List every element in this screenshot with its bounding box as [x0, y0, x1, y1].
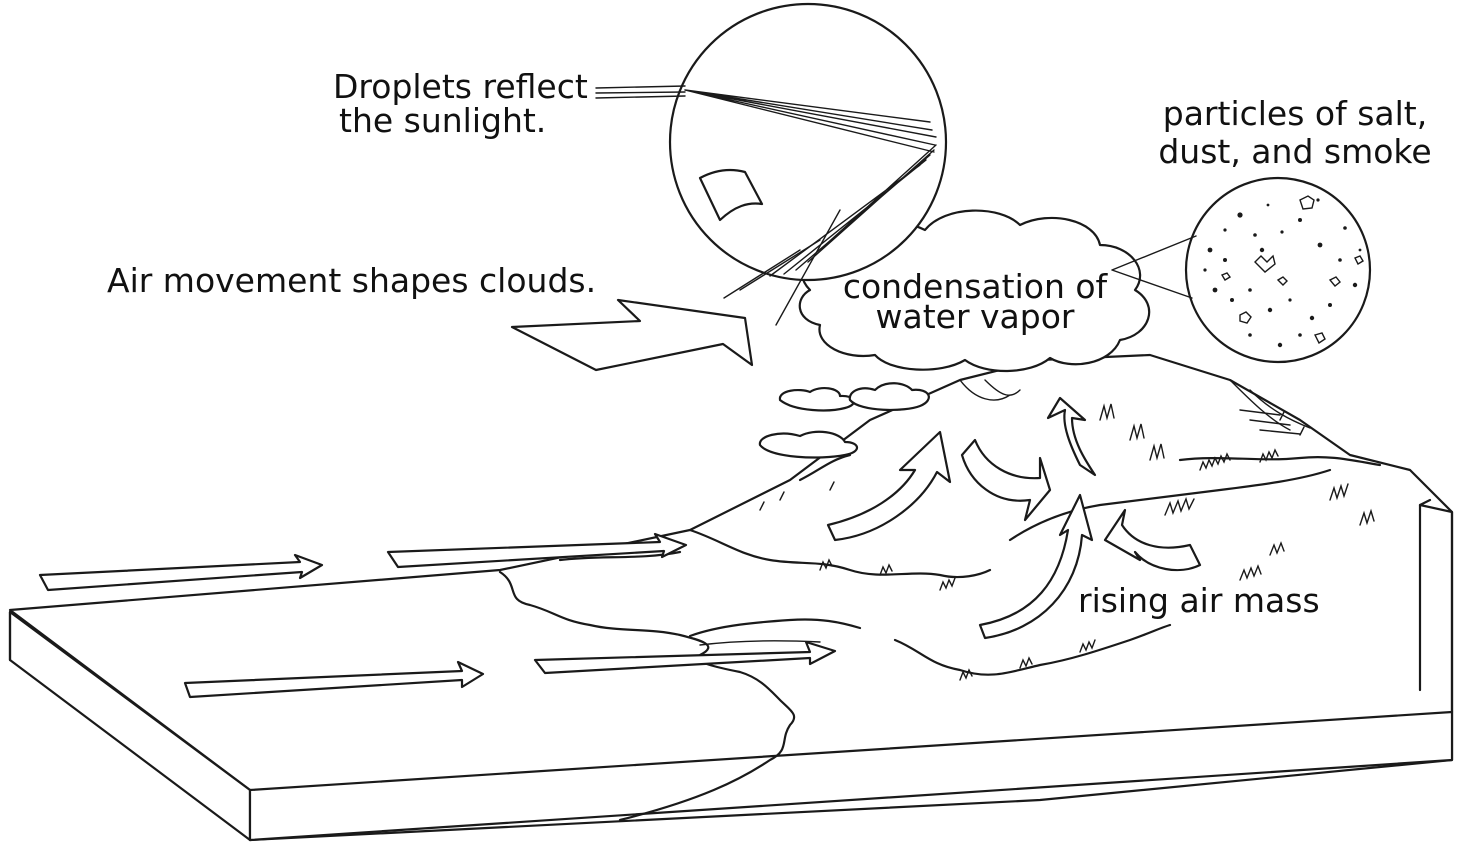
- rising-air-label: rising air mass: [1078, 584, 1320, 618]
- air-movement-label: Air movement shapes clouds.: [107, 264, 596, 298]
- particles-magnifier: [1112, 178, 1370, 362]
- droplets-label-line1: Droplets reflect: [333, 70, 588, 104]
- particles-label-line2: dust, and smoke: [1150, 131, 1440, 169]
- condensation-label: condensation of water vapor: [830, 270, 1120, 334]
- wind-arrow-1: [40, 555, 322, 590]
- droplets-label: Droplets reflect the sunlight.: [333, 70, 588, 138]
- droplets-label-line2: the sunlight.: [333, 104, 588, 138]
- air-movement-arrow: [512, 300, 752, 370]
- particles-label-line1: particles of salt,: [1150, 97, 1440, 131]
- particles-label: particles of salt, dust, and smoke: [1150, 97, 1440, 169]
